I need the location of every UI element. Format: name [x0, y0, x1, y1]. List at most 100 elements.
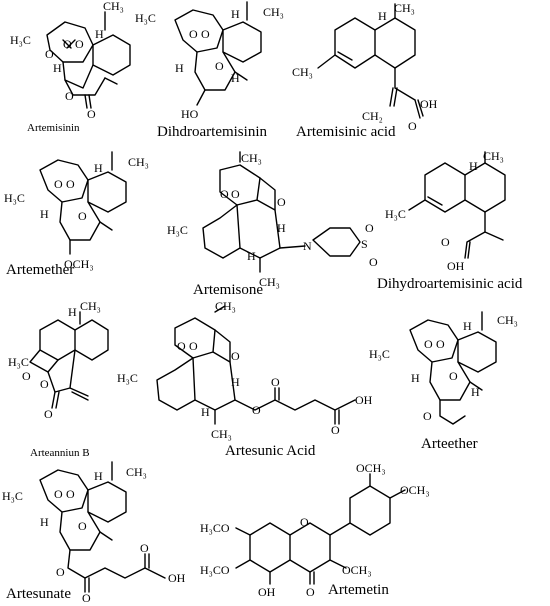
svg-text:H₃CO: H₃CO	[200, 521, 230, 535]
svg-text:O: O	[22, 369, 31, 383]
svg-text:H₃C: H₃C	[2, 489, 23, 503]
svg-text:O: O	[65, 89, 74, 103]
compound-dihydroartemisinin: H₃C O O H CH₃ H O H HO Dihdroartemisinin	[135, 0, 300, 150]
svg-text:H₃C: H₃C	[10, 33, 31, 47]
svg-text:O: O	[44, 407, 53, 421]
svg-text:O: O	[306, 585, 315, 599]
svg-text:O: O	[215, 59, 224, 73]
svg-text:H: H	[463, 319, 472, 333]
compound-arteether: H₃C O O H CH₃ H O H O Arteether	[365, 300, 550, 465]
svg-text:H₃C: H₃C	[4, 191, 25, 205]
svg-text:H: H	[469, 159, 478, 173]
svg-text:CH₃: CH₃	[128, 155, 149, 169]
svg-text:O: O	[231, 349, 240, 363]
svg-text:OCH₃: OCH₃	[342, 563, 372, 577]
svg-text:H: H	[277, 221, 286, 235]
arteanniun-b-structure: H CH₃ H₃C O O O	[8, 299, 109, 421]
svg-text:S: S	[361, 237, 368, 251]
svg-text:O: O	[78, 519, 87, 533]
svg-text:H: H	[94, 161, 103, 175]
svg-text:O: O	[189, 339, 198, 353]
compound-artesunic-acid: CH₃ O O O H H₃C H CH₃ O O O OH Artesunic…	[115, 299, 390, 465]
svg-text:OH: OH	[258, 585, 276, 599]
svg-text:O: O	[424, 337, 433, 351]
svg-text:O: O	[365, 221, 374, 235]
svg-text:CH₃: CH₃	[103, 0, 124, 13]
svg-text:O: O	[45, 47, 54, 61]
svg-text:OH: OH	[447, 259, 465, 273]
caption-dihydroartemisinin: Dihdroartemisinin	[157, 124, 267, 140]
svg-text:H: H	[231, 375, 240, 389]
svg-text:H₃C: H₃C	[8, 355, 29, 369]
arteether-structure: H₃C O O H CH₃ H O H O	[369, 311, 518, 425]
compound-artemisone: CH₃ O O O H H₃C H CH₃ N S O O Artemisone	[165, 150, 390, 300]
svg-text:H₃C: H₃C	[167, 223, 188, 237]
svg-text:O: O	[277, 195, 286, 209]
caption-artesunic-acid: Artesunic Acid	[225, 443, 316, 459]
svg-text:H: H	[94, 469, 103, 483]
svg-text:CH₃: CH₃	[126, 465, 147, 479]
svg-text:O: O	[87, 107, 96, 121]
svg-text:O: O	[423, 409, 432, 423]
svg-text:O: O	[331, 423, 340, 437]
svg-text:O: O	[189, 27, 198, 41]
svg-text:O: O	[78, 209, 87, 223]
svg-text:H: H	[53, 61, 62, 75]
svg-text:O: O	[140, 541, 149, 555]
svg-text:OH: OH	[355, 393, 373, 407]
svg-text:O: O	[66, 487, 75, 501]
svg-text:H: H	[471, 385, 480, 399]
svg-text:H: H	[201, 405, 210, 419]
caption-artemether: Artemether	[6, 262, 75, 278]
compound-artemisinic-acid: H CH₃ CH₃ CH₂ O OH Artemisinic acid	[280, 0, 445, 155]
svg-text:H₃C: H₃C	[369, 347, 390, 361]
svg-text:O: O	[177, 339, 186, 353]
svg-text:H: H	[378, 9, 387, 23]
svg-text:CH₃: CH₃	[292, 65, 313, 79]
svg-text:O: O	[231, 187, 240, 201]
svg-text:O: O	[56, 565, 65, 579]
artesunic-acid-structure: CH₃ O O O H H₃C H CH₃ O O O OH	[117, 299, 373, 441]
svg-text:H: H	[40, 207, 49, 221]
compound-artesunate: H₃C O O H CH₃ H O O O O OH Artesunate	[0, 460, 200, 606]
svg-text:CH₃: CH₃	[241, 151, 262, 165]
dihydroartemisinic-acid-structure: H CH₃ H₃C O OH	[385, 149, 506, 273]
svg-text:H₃C: H₃C	[117, 371, 138, 385]
svg-text:H: H	[95, 27, 104, 41]
svg-text:OCH₃: OCH₃	[64, 257, 94, 271]
svg-text:CH₃: CH₃	[497, 313, 518, 327]
svg-text:O: O	[75, 37, 84, 51]
svg-text:H₃C: H₃C	[135, 11, 156, 25]
svg-text:OCH₃: OCH₃	[356, 461, 386, 475]
compound-artemether: H₃C O O H CH₃ H O OCH₃ Artemether	[0, 150, 175, 300]
artemisinic-acid-structure: H CH₃ CH₃ CH₂ O OH	[292, 1, 438, 133]
svg-text:O: O	[441, 235, 450, 249]
svg-text:O: O	[271, 375, 280, 389]
artemetin-structure: H₃CO H₃CO O O OH OCH₃ OCH₃ OCH₃	[200, 461, 430, 599]
dihydroartemisinin-structure: H₃C O O H CH₃ H O H HO	[135, 1, 284, 121]
artesunate-structure: H₃C O O H CH₃ H O O O O OH	[2, 461, 186, 605]
svg-text:O: O	[66, 177, 75, 191]
compound-artemisinin: H₃C H CH₃ O O O H O O Artemisinin	[5, 0, 140, 140]
svg-text:H₃CO: H₃CO	[200, 563, 230, 577]
svg-text:O: O	[201, 27, 210, 41]
artemisinin-structure: H₃C H CH₃ O O O H O O	[10, 0, 131, 121]
svg-text:H: H	[247, 249, 256, 263]
svg-text:CH₃: CH₃	[263, 5, 284, 19]
svg-text:OCH₃: OCH₃	[400, 483, 430, 497]
caption-artesunate: Artesunate	[6, 586, 71, 602]
svg-text:O: O	[449, 369, 458, 383]
compound-arteanniun-b: H CH₃ H₃C O O O Arteanniun B	[0, 299, 125, 460]
svg-text:CH₃: CH₃	[80, 299, 101, 313]
caption-dihydroartemisinic-acid: Dihydroartemisinic acid	[377, 276, 523, 292]
caption-artemisinin: Artemisinin	[27, 122, 80, 134]
svg-text:O: O	[40, 377, 49, 391]
svg-text:O: O	[408, 119, 417, 133]
svg-text:H: H	[175, 61, 184, 75]
svg-text:H: H	[411, 371, 420, 385]
svg-text:O: O	[369, 255, 378, 269]
svg-text:O: O	[300, 515, 309, 529]
svg-text:H: H	[68, 305, 77, 319]
svg-text:N: N	[303, 239, 312, 253]
svg-text:H: H	[231, 7, 240, 21]
